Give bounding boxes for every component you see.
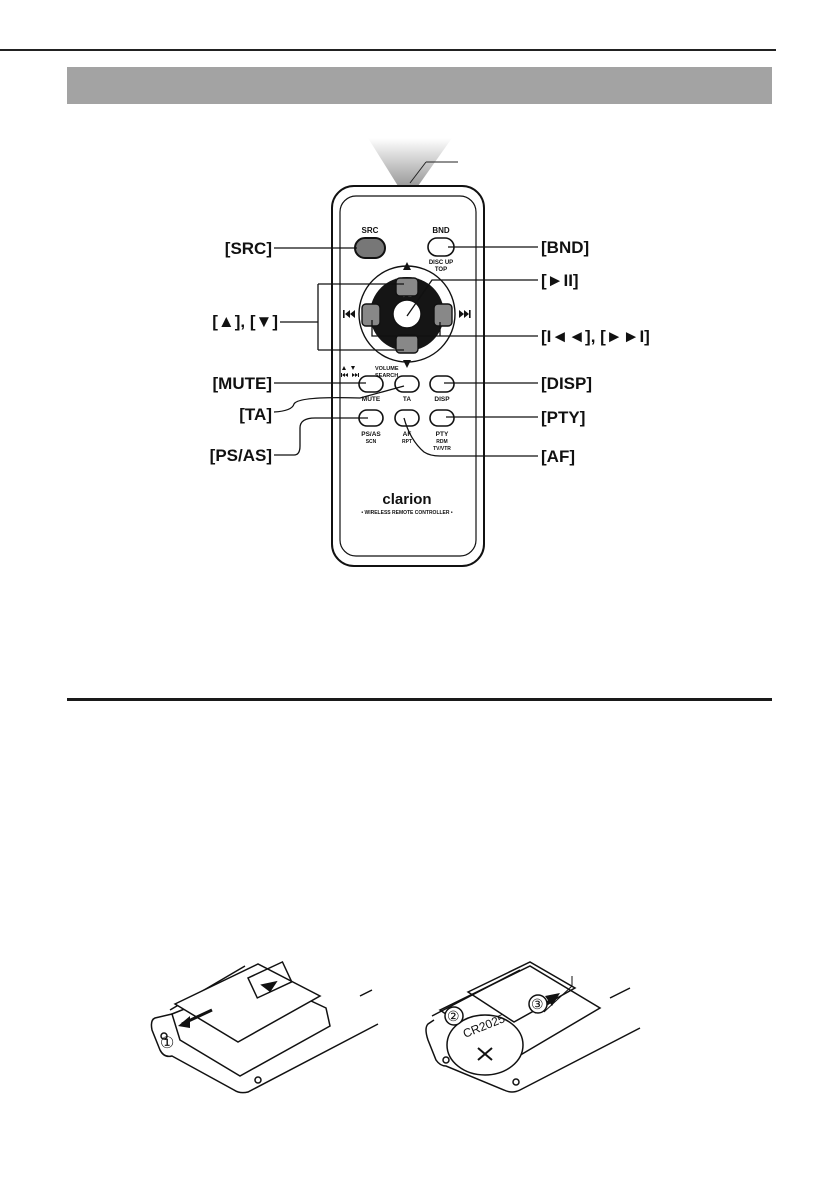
next-button[interactable] [433, 303, 453, 327]
pty-button[interactable] [429, 409, 455, 427]
section-header-band [67, 67, 772, 104]
volume-up-small-icon [342, 366, 346, 370]
callout-disp: [DISP] [541, 374, 592, 393]
ta-label: TA [403, 396, 411, 403]
search-small-icons [341, 373, 359, 377]
up-button[interactable] [395, 277, 419, 297]
leader-af [403, 417, 538, 457]
step-2-circle [444, 1006, 464, 1026]
callout-src: [SRC] [225, 239, 272, 258]
prev-track-icon [343, 310, 355, 318]
battery-door [173, 963, 322, 1043]
callout-prev-next: [I◄◄], [►►I] [541, 327, 650, 346]
remote-controller: SRC BND DISC UP TOP ►II [331, 185, 485, 567]
down-arrow-icon [403, 360, 411, 368]
search-label: SEARCH [375, 373, 398, 379]
src-button[interactable] [354, 237, 386, 259]
callout-pty: [PTY] [541, 408, 585, 427]
callout-ta: [TA] [239, 405, 272, 424]
af-label: AF [403, 431, 412, 438]
src-button-label: SRC [362, 226, 379, 235]
leader-prev-next [371, 320, 538, 337]
battery-door-window [247, 960, 293, 999]
top-margin-line [0, 0, 776, 52]
prev-button[interactable] [361, 303, 381, 327]
battery-tray [466, 961, 577, 1023]
scn-label: SCN [366, 439, 377, 445]
screw-right [254, 1076, 262, 1084]
battery-leader-line [543, 985, 573, 1013]
tv-vtr-label: TV/VTR [433, 446, 451, 452]
mute-label: MUTE [362, 396, 381, 403]
coin-battery [446, 1014, 524, 1076]
screw-left-2 [442, 1056, 450, 1064]
mute-button[interactable] [358, 375, 384, 393]
rdm-label: RDM [436, 439, 447, 445]
ps-as-label: PS/AS [361, 431, 381, 438]
callout-bnd: [BND] [541, 238, 589, 257]
pty-label: PTY [436, 431, 449, 438]
ta-button[interactable] [394, 375, 420, 393]
callout-af: [AF] [541, 447, 575, 466]
volume-down-small-icon [351, 366, 355, 370]
bnd-button-label: BND [432, 226, 450, 235]
play-pause-button[interactable] [392, 299, 422, 329]
rpt-label: RPT [402, 439, 412, 445]
next-track-icon [459, 310, 471, 318]
callout-up-down: [▲], [▼] [212, 312, 278, 331]
volume-label: VOLUME [375, 366, 399, 372]
step-3-marker: ③ [531, 996, 544, 1012]
door-arrow-icon [260, 980, 278, 993]
disp-button[interactable] [429, 375, 455, 393]
af-button[interactable] [394, 409, 420, 427]
battery-cover-illustration [150, 960, 379, 1094]
remote-inner-outline [339, 195, 477, 557]
screw-left [160, 1032, 168, 1040]
callout-leader-lines [273, 246, 538, 457]
step-2-marker: ② [447, 1008, 460, 1024]
section-divider-rule [67, 698, 772, 701]
screw-right-2 [512, 1078, 520, 1086]
leader-ps-as [274, 417, 368, 456]
disc-up-label: DISC UP [429, 260, 453, 266]
leader-play-pause [406, 279, 538, 317]
direction-pad: ►II [343, 262, 471, 368]
step-3-circle [528, 994, 548, 1014]
disp-label: DISP [434, 396, 450, 403]
leader-ta [273, 385, 405, 413]
down-button[interactable] [395, 334, 419, 354]
callout-mute: [MUTE] [213, 374, 272, 393]
model-line: • WIRELESS REMOTE CONTROLLER • [361, 510, 453, 516]
up-arrow-icon [403, 262, 411, 270]
battery-insert-illustration [425, 961, 641, 1093]
leader-up-down [280, 283, 404, 351]
battery-plus-icon [477, 1047, 493, 1061]
callout-ps-as: [PS/AS] [210, 446, 272, 465]
callout-play-pause: [►II] [541, 271, 579, 290]
ir-beam [368, 138, 452, 186]
top-label: TOP [435, 267, 447, 273]
step-1-marker: ① [160, 1035, 174, 1052]
brand-logo: clarion [382, 491, 431, 508]
